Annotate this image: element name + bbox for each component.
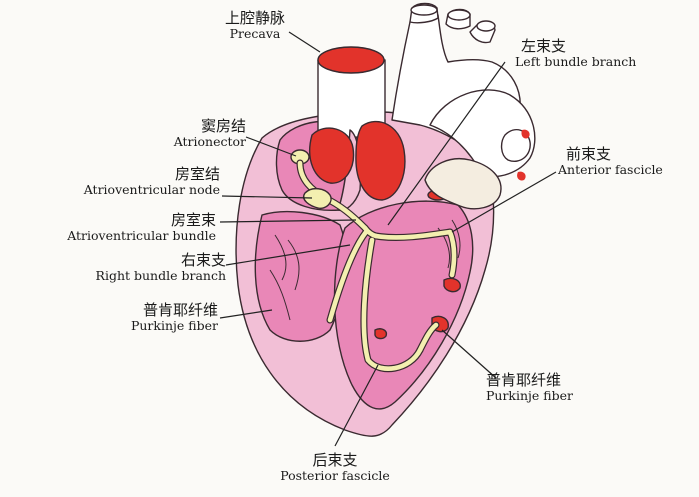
label-av-node: 房室结 Atrioventricular node [30,165,220,198]
leader-av-bundle [219,219,357,223]
label-precava: 上腔静脉 Precava [212,9,298,42]
red-opening-right [355,121,406,201]
leader-lines [219,31,557,447]
leader-av-node [221,195,313,199]
label-av-bundle: 房室束 Atrioventricular bundle [20,211,216,244]
label-purkinje-left: 普肯耶纤维 Purkinje fiber [60,301,218,334]
label-av-node-en: Atrioventricular node [83,182,220,198]
label-av-bundle-en: Atrioventricular bundle [67,228,216,244]
label-sa-node: 窦房结 Atrionector [120,117,246,150]
label-right-bundle: 右束支 Right bundle branch [40,251,226,284]
label-right-bundle-zh: 右束支 [180,251,226,269]
label-anterior-zh: 前束支 [566,145,612,163]
av-node-shape [303,188,332,209]
lv-red-spot-3 [374,328,388,340]
label-purkinje-right-zh: 普肯耶纤维 [486,371,562,389]
rv-trabeculae [269,234,300,321]
red-tip-1 [521,129,530,139]
label-left-bundle: 左束支 Left bundle branch [515,37,637,70]
label-right-bundle-en: Right bundle branch [95,268,226,284]
label-left-bundle-en: Left bundle branch [515,54,637,70]
lv-red-spot-1 [443,277,461,293]
leader-posterior [334,364,379,447]
label-anterior-en: Anterior fascicle [558,162,663,178]
leader-anterior [451,171,557,233]
label-purkinje-right: 普肯耶纤维 Purkinje fiber [486,371,574,404]
label-anterior-fascicle: 前束支 Anterior fascicle [558,145,663,178]
label-precava-zh: 上腔静脉 [224,9,285,27]
label-purkinje-left-en: Purkinje fiber [130,318,218,334]
label-posterior-fascicle: 后束支 Posterior fascicle [270,451,400,484]
leader-sa-node [245,136,297,157]
leader-purkinje-right [441,329,497,379]
label-av-bundle-zh: 房室束 [170,211,216,229]
right-appendage [500,128,531,162]
label-precava-en: Precava [229,26,281,42]
label-sa-node-en: Atrionector [173,134,246,150]
label-left-bundle-zh: 左束支 [521,37,567,55]
leader-purkinje-left [219,309,273,319]
label-sa-node-zh: 窦房结 [200,117,246,135]
label-av-node-zh: 房室结 [174,165,220,183]
leader-left-bundle [387,61,506,226]
leader-right-bundle [225,244,351,266]
vessel-stub-2-rim [447,9,471,21]
leader-precava [288,31,321,53]
label-posterior-zh: 后束支 [312,451,358,469]
vessel-stub-1-rim [410,4,438,16]
precava-rim [317,46,385,74]
label-posterior-en: Posterior fascicle [280,468,390,484]
red-tip-2 [517,171,526,181]
left-auricle [424,158,502,210]
red-opening-left [309,127,355,184]
right-ventricle [254,210,347,342]
label-purkinje-right-en: Purkinje fiber [486,388,574,404]
label-purkinje-left-zh: 普肯耶纤维 [142,301,218,319]
vessel-stub-3-rim [476,20,496,32]
